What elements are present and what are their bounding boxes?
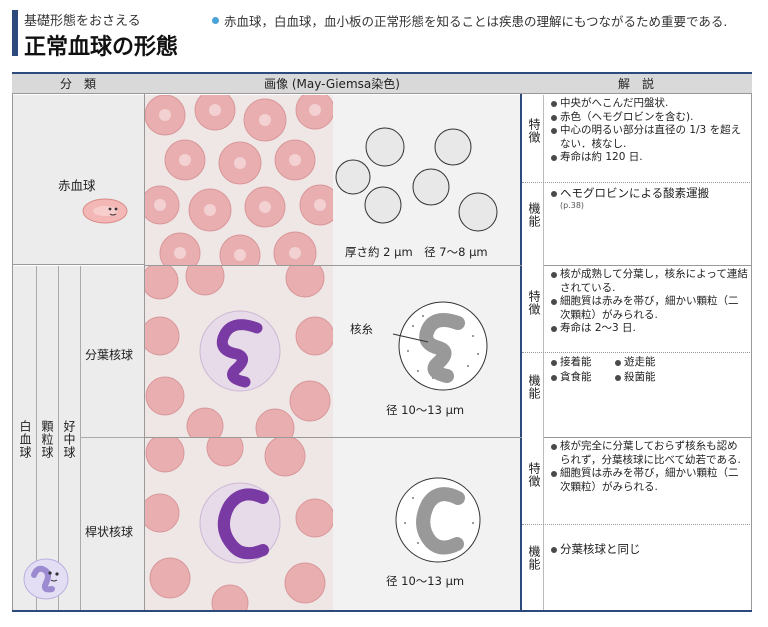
wbc-divider-3 [80, 266, 81, 611]
rbc-function-tag: 機能 [527, 202, 541, 228]
list-item: 寿命は 2〜3 日. [550, 322, 748, 336]
rbc-measure: 厚さ約 2 μm 径 7〜8 μm [345, 245, 488, 259]
band-function-tag: 機能 [527, 545, 541, 571]
row-divider-rbc [144, 265, 752, 266]
list-item: 遊走能 [614, 356, 694, 370]
wbc-sub-divider [80, 437, 144, 438]
col-divider-image [144, 94, 145, 611]
rbc-feature-tag: 特徴 [527, 118, 541, 144]
wbc-mascot-icon [23, 558, 69, 600]
band-measure: 径 10〜13 μm [386, 574, 465, 588]
col-divider-explanation [520, 94, 522, 611]
table-header-row [12, 72, 752, 94]
band-tag-divider [522, 524, 752, 525]
segmented-feature-tag: 特徴 [527, 290, 541, 316]
band-diagram [395, 477, 481, 563]
note-bullet-icon [212, 17, 219, 24]
wbc-label: 白血球 [18, 420, 32, 459]
list-item: 貪食能 [550, 371, 614, 385]
title-accent-bar [12, 10, 18, 56]
list-item: 寿命は約 120 日. [550, 151, 748, 165]
col-header-classification: 分 類 [59, 77, 96, 91]
segmented-functions: 接着能 遊走能 貪食能 殺菌能 [550, 356, 748, 384]
list-item: 細胞質は赤みを帯び，細かい顆粒（二次顆粒）がみられる. [550, 467, 748, 494]
band-name: 桿状核球 [85, 525, 134, 539]
rbc-photo [145, 95, 333, 265]
list-item: 核が成熟して分葉し，核糸によって連結されている. [550, 268, 748, 295]
rbc-tag-divider [522, 182, 752, 183]
rbc-functions: ヘモグロビンによる酸素運搬 (p.38) [550, 186, 748, 210]
segmented-name: 分葉核球 [85, 348, 134, 362]
list-item: 中央がへこんだ円盤状. [550, 97, 748, 111]
rbc-mascot-icon [82, 198, 128, 224]
rbc-features: 中央がへこんだ円盤状. 赤色（ヘモグロビンを含む). 中心の明るい部分は直径の … [550, 97, 748, 165]
segmented-measure: 径 10〜13 μm [386, 403, 465, 417]
wbc-divider-1 [36, 266, 37, 611]
neutrophil-label: 好中球 [62, 420, 76, 459]
granulocyte-label: 顆粒球 [40, 420, 54, 459]
list-item: ヘモグロビンによる酸素運搬 [550, 186, 748, 201]
segmented-diagram [392, 301, 488, 391]
list-item: 接着能 [550, 356, 614, 370]
rbc-class-cell [13, 95, 144, 265]
rbc-diagram [335, 127, 498, 232]
segmented-function-tag: 機能 [527, 374, 541, 400]
segmented-features: 核が成熟して分葉し，核糸によって連結されている. 細胞質は赤みを帯び，細かい顆粒… [550, 268, 748, 336]
col-header-image: 画像 (May-Giemsa染色) [264, 77, 400, 91]
list-item: 分葉核球と同じ [550, 542, 748, 557]
list-item: 細胞質は赤みを帯び，細かい顆粒（二次顆粒）がみられる. [550, 295, 748, 322]
rbc-function-text: ヘモグロビンによる酸素運搬 [560, 186, 710, 200]
page-title: 正常血球の形態 [24, 34, 179, 60]
tag-column [522, 95, 544, 611]
page-subtitle: 基礎形態をおさえる [24, 14, 141, 29]
nucleus-label: 核糸 [350, 322, 373, 336]
row-divider-seg [144, 437, 752, 438]
table-bottom-rule [12, 610, 752, 612]
segmented-photo [145, 266, 333, 437]
list-item: 核が完全に分葉しておらず核糸も認められず，分葉核球に比べて幼若である. [550, 440, 748, 467]
band-photo [145, 438, 333, 610]
band-functions: 分葉核球と同じ [550, 542, 748, 557]
header-note: 赤血球，白血球，血小板の正常形態を知ることは疾患の理解にもつながるため重要である… [224, 14, 728, 29]
list-item: 赤色（ヘモグロビンを含む). [550, 111, 748, 125]
list-item: 中心の明るい部分は直径の 1/3 を超えない．核なし. [550, 124, 748, 151]
wbc-class-cell [13, 266, 144, 611]
rbc-function-ref: (p.38) [560, 200, 585, 210]
band-feature-tag: 特徴 [527, 462, 541, 488]
wbc-divider-2 [58, 266, 59, 611]
list-item: 殺菌能 [614, 371, 694, 385]
segmented-tag-divider [522, 352, 752, 353]
band-features: 核が完全に分葉しておらず核糸も認められず，分葉核球に比べて幼若である. 細胞質は… [550, 440, 748, 494]
col-header-explanation: 解 説 [617, 77, 654, 91]
rbc-name: 赤血球 [58, 178, 96, 193]
